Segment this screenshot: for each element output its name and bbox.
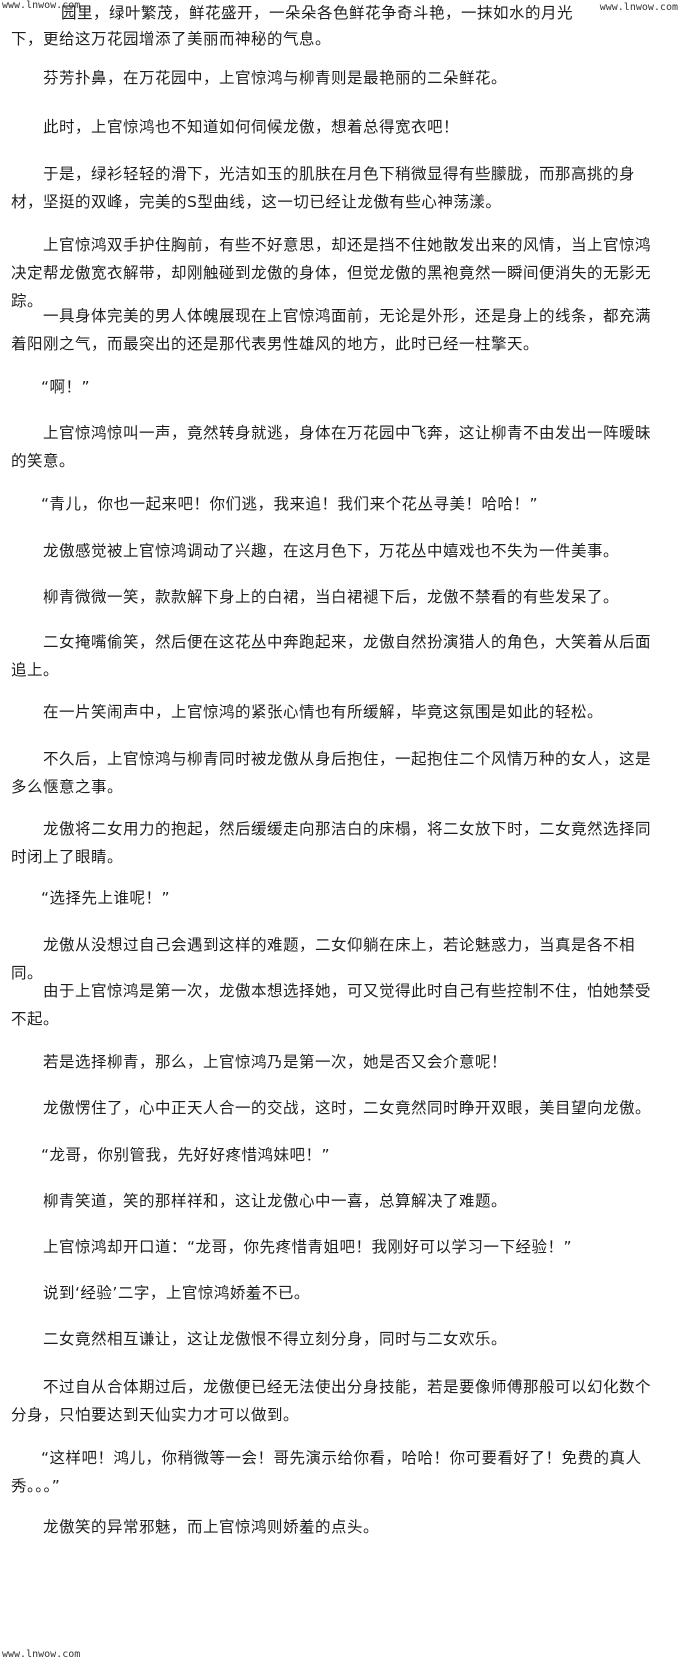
paragraph: 二女竟然相互谦让，这让龙傲恨不得立刻分身，同时与二女欢乐。: [43, 1330, 508, 1348]
paragraph: 一具身体完美的男人体魄展现在上官惊鸿面前，无论是外形，还是身上的线条，都充满着阳…: [11, 307, 652, 353]
paragraph: 于是，绿衫轻轻的滑下，光洁如玉的肌肤在月色下稍微显得有些朦胧，而那高挑的身材，坚…: [11, 165, 636, 211]
paragraph: 柳青微微一笑，款款解下身上的白裙，当白裙褪下后，龙傲不禁看的有些发呆了。: [43, 588, 620, 606]
paragraph: 上官惊鸿双手护住胸前，有些不好意思，却还是挡不住她散发出来的风情，当上官惊鸿决定…: [11, 236, 652, 310]
paragraph: “青儿，你也一起来吧！你们逃，我来追！我们来个花丛寻美！哈哈！”: [41, 495, 539, 513]
paragraph: 不久后，上官惊鸿与柳青同时被龙傲从身后抱住，一起抱住二个风情万种的女人，这是多么…: [11, 750, 652, 796]
paragraph: “龙哥，你别管我，先好好疼惜鸿妹吧！”: [41, 1146, 331, 1164]
paragraph: “选择先上谁呢！”: [41, 889, 171, 907]
paragraph: 龙傲从没想过自己会遇到这样的难题，二女仰躺在床上，若论魅惑力，当真是各不相同。: [11, 936, 636, 982]
watermark-top-left: www.lnwow.com: [2, 0, 81, 11]
paragraph: 上官惊鸿却开口道：“龙哥，你先疼惜青姐吧！我刚好可以学习一下经验！”: [43, 1238, 573, 1256]
paragraph: 由于上官惊鸿是第一次，龙傲本想选择她，可又觉得此时自己有些控制不住，怕她禁受不起…: [11, 982, 652, 1028]
paragraph: 二女掩嘴偷笑，然后便在这花丛中奔跑起来，龙傲自然扮演猎人的角色，大笑着从后面追上…: [11, 633, 652, 679]
paragraph: 上官惊鸿惊叫一声，竟然转身就逃，身体在万花园中飞奔，这让柳青不由发出一阵暧昧的笑…: [11, 424, 652, 470]
paragraph: 龙傲感觉被上官惊鸿调动了兴趣，在这月色下，万花丛中嬉戏也不失为一件美事。: [43, 542, 620, 560]
watermark-bottom-left: www.lnwow.com: [2, 1649, 81, 1660]
paragraph: 龙傲将二女用力的抱起，然后缓缓走向那洁白的床榻，将二女放下时，二女竟然选择同时闭…: [11, 820, 652, 866]
paragraph: “啊！”: [41, 378, 91, 396]
paragraph: 不过自从合体期过后，龙傲便已经无法使出分身技能，若是要像师傅那般可以幻化数个分身…: [11, 1378, 652, 1424]
paragraph: 若是选择柳青，那么，上官惊鸿乃是第一次，她是否又会介意呢！: [43, 1053, 508, 1071]
paragraph: “这样吧！鸿儿，你稍微等一会！哥先演示给你看，哈哈！你可要看好了！免费的真人秀。…: [11, 1449, 642, 1495]
paragraph: 此时，上官惊鸿也不知道如何伺候龙傲，想着总得宽衣吧！: [43, 118, 460, 136]
paragraph: 说到‘经验’二字，上官惊鸿娇羞不已。: [43, 1284, 310, 1302]
paragraph: 园里，绿叶繁茂，鲜花盛开，一朵朵各色鲜花争奇斗艳，一抹如水的月光: [61, 4, 574, 22]
paragraph: 龙傲笑的异常邪魅，而上官惊鸿则娇羞的点头。: [43, 1518, 380, 1536]
paragraph: 芬芳扑鼻，在万花园中，上官惊鸿与柳青则是最艳丽的二朵鲜花。: [43, 69, 508, 87]
paragraph: 下，更给这万花园增添了美丽而神秘的气息。: [11, 30, 332, 48]
paragraph: 在一片笑闹声中，上官惊鸿的紧张心情也有所缓解，毕竟这氛围是如此的轻松。: [43, 703, 604, 721]
watermark-top-right: www.lnwow.com: [599, 2, 678, 13]
paragraph: 龙傲愣住了，心中正天人合一的交战，这时，二女竟然同时睁开双眼，美目望向龙傲。: [43, 1099, 652, 1117]
paragraph: 柳青笑道，笑的那样祥和，这让龙傲心中一喜，总算解决了难题。: [43, 1192, 508, 1210]
